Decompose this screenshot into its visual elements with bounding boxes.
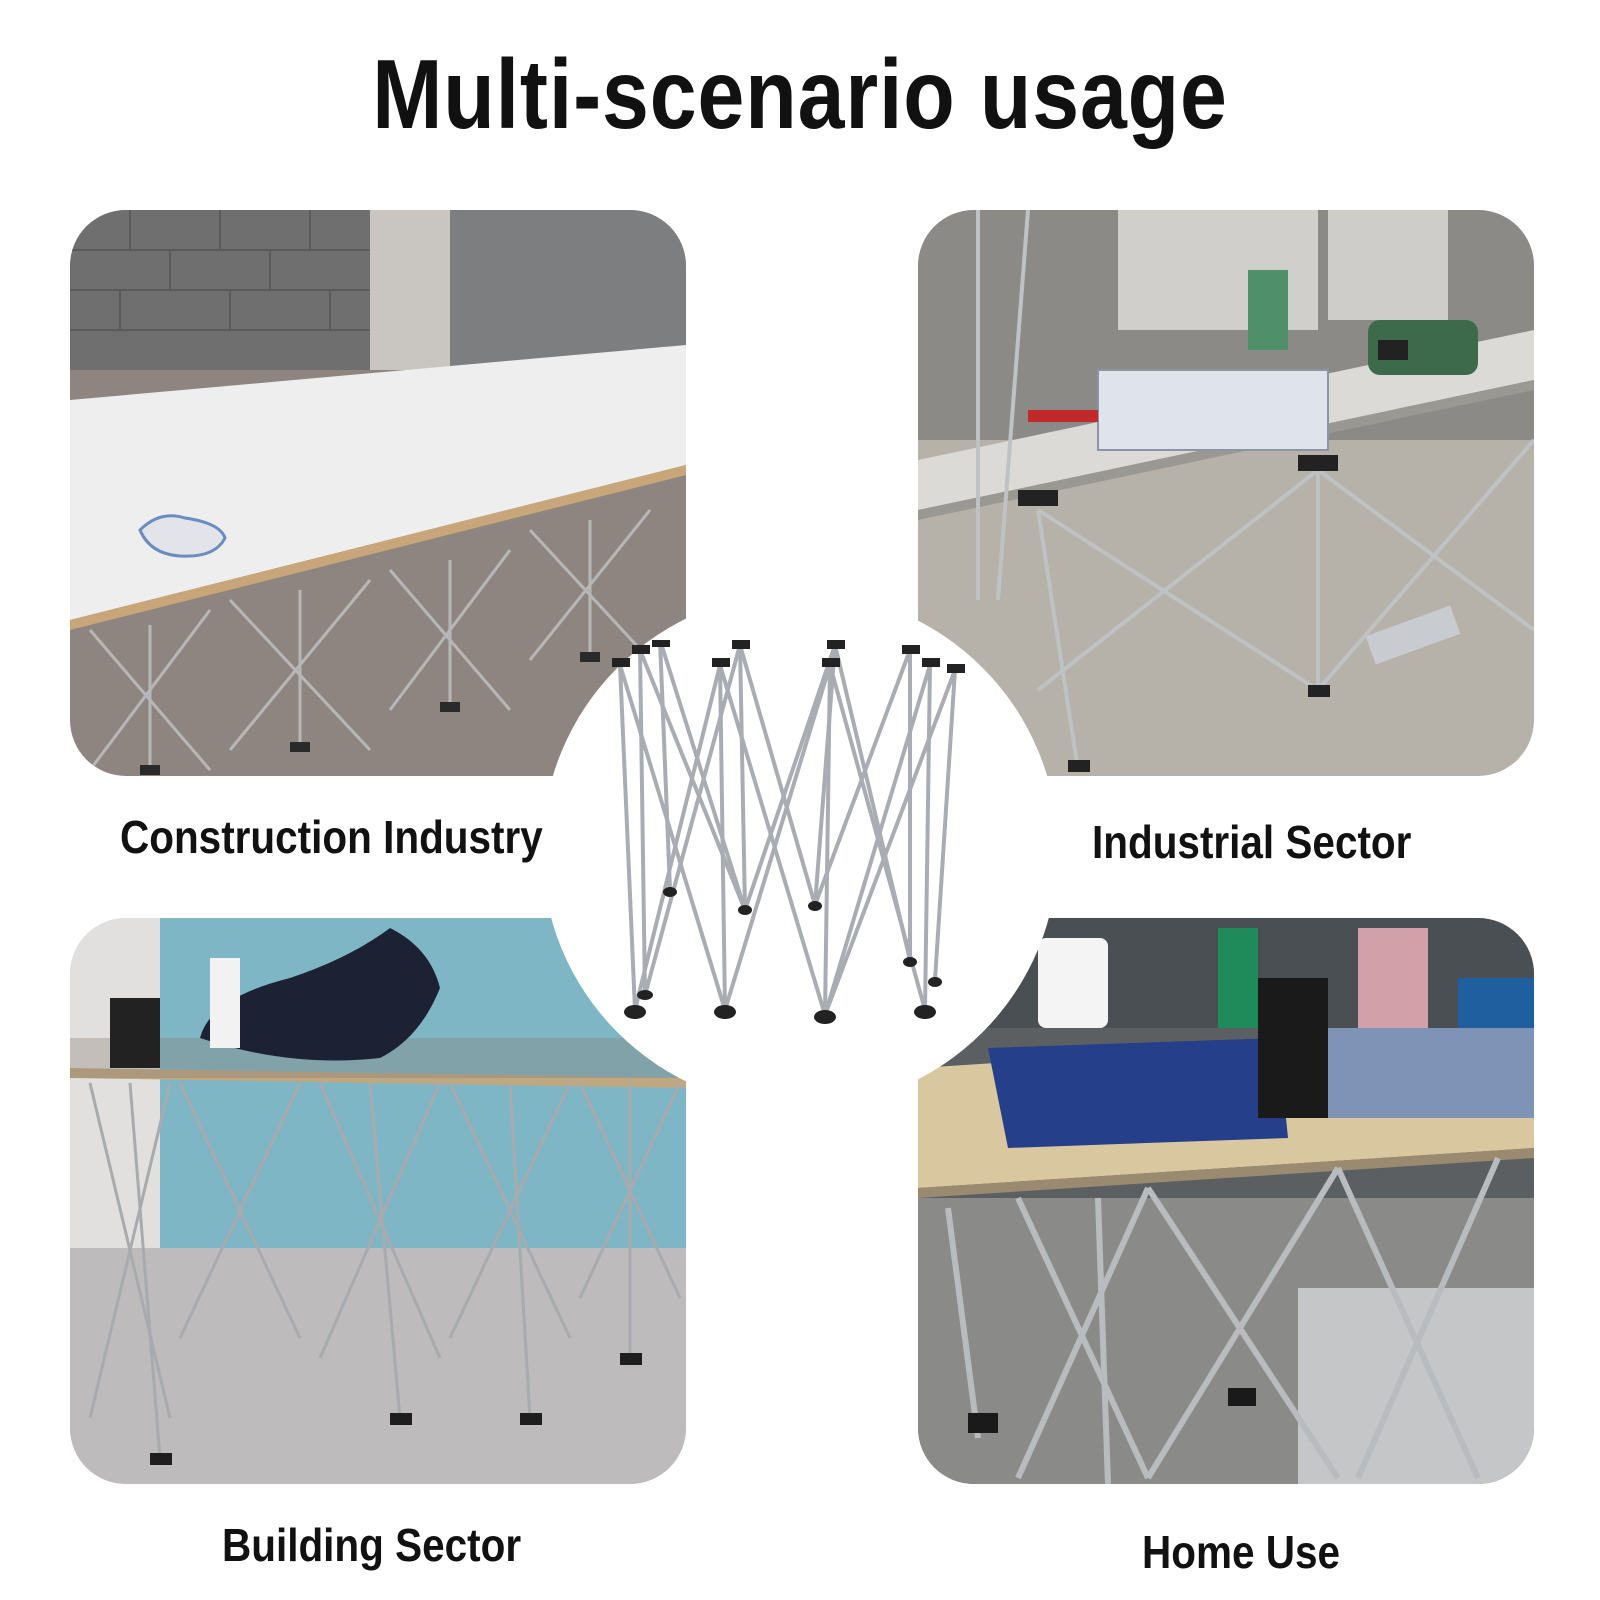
industrial-photo <box>918 210 1534 776</box>
caption-construction-industry: Construction Industry <box>120 811 543 863</box>
caption-building-sector: Building Sector <box>222 1519 522 1571</box>
folding-frame-image <box>610 638 1000 1050</box>
caption-industrial-sector: Industrial Sector <box>1092 816 1412 868</box>
construction-photo <box>70 210 686 776</box>
caption-home-use: Home Use <box>1142 1526 1340 1578</box>
page-title: Multi-scenario usage <box>372 39 1228 149</box>
home-use-photo <box>918 918 1534 1484</box>
